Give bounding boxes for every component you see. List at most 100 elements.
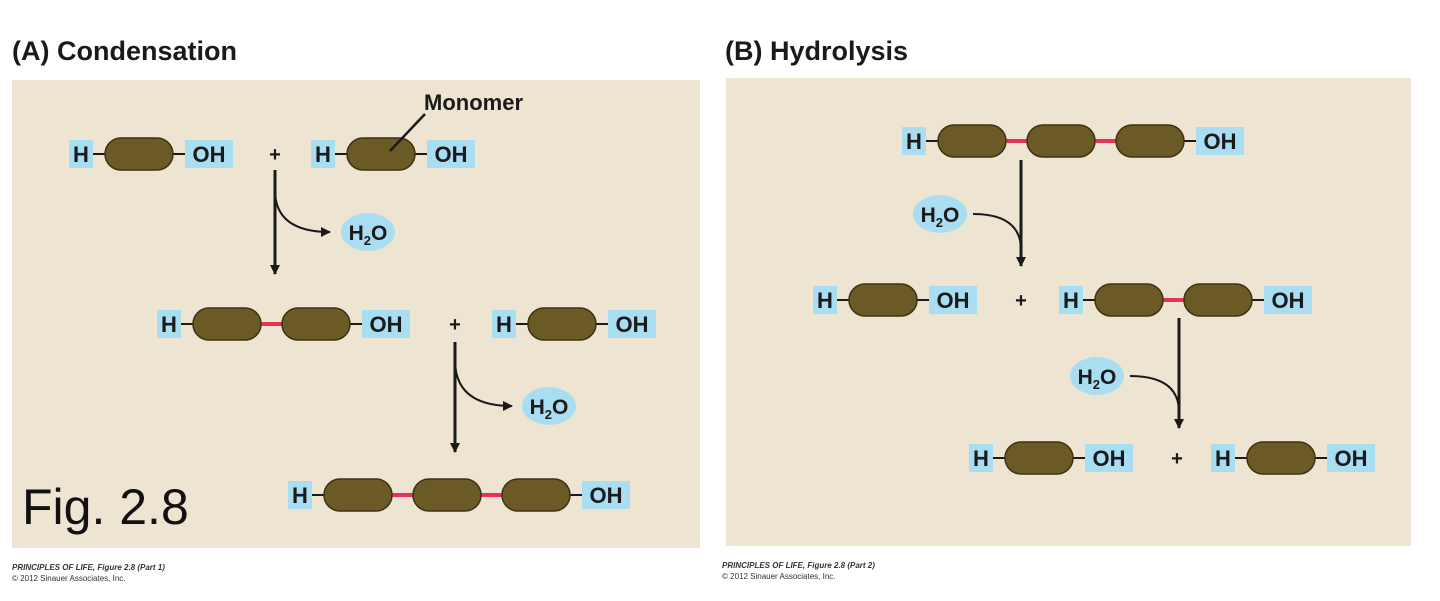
- credit-line-2: © 2012 Sinauer Associates, Inc.: [722, 572, 836, 581]
- monomer: [1246, 441, 1316, 475]
- a-row2-plus: +: [449, 314, 461, 336]
- a-row3-trimer-oh-group-text: OH: [590, 483, 623, 508]
- credit-line-1: PRINCIPLES OF LIFE, Figure 2.8 (Part 2): [722, 561, 875, 570]
- monomer: [1094, 283, 1164, 317]
- a-row1-plus: +: [269, 144, 281, 166]
- a-row3-trimer-oh-group: OH: [582, 481, 630, 509]
- b-water-input-2: [1129, 375, 1180, 413]
- a-row1-left-h-group-box: [69, 140, 93, 168]
- b-water-2-ellipse: [1070, 357, 1124, 395]
- b-row2-dimer-h-group: H: [1059, 286, 1083, 314]
- a-row1-left-oh-group-text: OH: [193, 142, 226, 167]
- a-row1-right-h-group: H: [311, 140, 335, 168]
- a-water-1: H2O: [341, 213, 395, 251]
- a-row1-right-oh-group-text: OH: [435, 142, 468, 167]
- b-row3-plus: +: [1171, 448, 1183, 470]
- a-row1-left-oh-group: OH: [185, 140, 233, 168]
- b-row3-right-oh-group-text: OH: [1335, 446, 1368, 471]
- a-row1-left-h-group: H: [69, 140, 93, 168]
- b-row3-left-h-group-box: [969, 444, 993, 472]
- a-row2-dimer-h-group-box: [157, 310, 181, 338]
- monomer: [346, 137, 416, 171]
- a-row1-left-oh-group-box: [185, 140, 233, 168]
- monomer: [848, 283, 918, 317]
- b-row2-dimer-oh-group-text: OH: [1272, 288, 1305, 313]
- credit-part-1: PRINCIPLES OF LIFE, Figure 2.8 (Part 1) …: [12, 562, 165, 584]
- b-row2-plus: +: [1015, 290, 1027, 312]
- monomer: [937, 124, 1007, 158]
- b-row2-monomer-h-group: H: [813, 286, 837, 314]
- a-water-2-text: H2O: [530, 396, 569, 422]
- a-row3-trimer-h-group-box: [288, 481, 312, 509]
- monomer: [1004, 441, 1074, 475]
- b-row2-monomer-oh-group: OH: [929, 286, 977, 314]
- monomer: [323, 478, 393, 512]
- monomer: [1026, 124, 1096, 158]
- b-row3-left-oh-group-box: [1085, 444, 1133, 472]
- figure-number: Fig. 2.8: [22, 479, 189, 535]
- monomer: [1183, 283, 1253, 317]
- panel-a-title: (A) Condensation: [12, 36, 237, 66]
- a-row1-left-h-group-text: H: [73, 142, 89, 167]
- a-row2-monomer-h-group-box: [492, 310, 516, 338]
- a-row2-dimer-h-group-text: H: [161, 312, 177, 337]
- b-row3-right-oh-group: OH: [1327, 444, 1375, 472]
- a-row1-right-oh-group: OH: [427, 140, 475, 168]
- a-water-release-1: [274, 189, 331, 237]
- b-row2-monomer-h-group-box: [813, 286, 837, 314]
- a-row3-trimer-oh-group-box: [582, 481, 630, 509]
- b-row1-trimer-oh-group-box: [1196, 127, 1244, 155]
- b-row3-right-oh-group-box: [1327, 444, 1375, 472]
- b-row2-dimer-h-group-text: H: [1063, 288, 1079, 313]
- a-water-2: H2O: [522, 387, 576, 425]
- a-water-2-ellipse: [522, 387, 576, 425]
- b-water-1: H2O: [913, 195, 967, 233]
- monomer: [412, 478, 482, 512]
- credit-line-2: © 2012 Sinauer Associates, Inc.: [12, 574, 126, 583]
- b-row3-right-h-group: H: [1211, 444, 1235, 472]
- b-row2-monomer-h-group-text: H: [817, 288, 833, 313]
- a-row3-trimer-h-group-text: H: [292, 483, 308, 508]
- b-row2-dimer-oh-group: OH: [1264, 286, 1312, 314]
- b-row3-right-h-group-box: [1211, 444, 1235, 472]
- b-water-2-text: H2O: [1078, 366, 1117, 392]
- a-row2-monomer-h-group: H: [492, 310, 516, 338]
- b-row3-left-oh-group-text: OH: [1093, 446, 1126, 471]
- a-row2-monomer-oh-group: OH: [608, 310, 656, 338]
- b-row2-monomer-oh-group-box: [929, 286, 977, 314]
- monomer: [192, 307, 262, 341]
- a-row2-dimer-oh-group-text: OH: [370, 312, 403, 337]
- monomer-label: Monomer: [424, 90, 523, 115]
- a-row1-right-h-group-text: H: [315, 142, 331, 167]
- monomer: [501, 478, 571, 512]
- monomer: [104, 137, 174, 171]
- b-water-1-ellipse: [913, 195, 967, 233]
- a-row2-monomer-oh-group-text: OH: [616, 312, 649, 337]
- a-row1-right-h-group-box: [311, 140, 335, 168]
- b-row1-trimer-oh-group-text: OH: [1204, 129, 1237, 154]
- a-water-release-2: [454, 359, 513, 411]
- monomer: [527, 307, 597, 341]
- b-row2-monomer-oh-group-text: OH: [937, 288, 970, 313]
- monomer: [1115, 124, 1185, 158]
- a-row2-dimer-h-group: H: [157, 310, 181, 338]
- b-water-1-text: H2O: [921, 204, 960, 230]
- b-row1-trimer-h-group-text: H: [906, 129, 922, 154]
- a-water-1-text: H2O: [349, 222, 388, 248]
- a-row2-dimer-oh-group: OH: [362, 310, 410, 338]
- monomer: [281, 307, 351, 341]
- b-water-2: H2O: [1070, 357, 1124, 395]
- b-row2-dimer-oh-group-box: [1264, 286, 1312, 314]
- credit-line-1: PRINCIPLES OF LIFE, Figure 2.8 (Part 1): [12, 563, 165, 572]
- a-row3-trimer-h-group: H: [288, 481, 312, 509]
- b-row3-left-h-group: H: [969, 444, 993, 472]
- b-row3-left-oh-group: OH: [1085, 444, 1133, 472]
- b-row3-right-h-group-text: H: [1215, 446, 1231, 471]
- a-row2-monomer-h-group-text: H: [496, 312, 512, 337]
- b-row3-left-h-group-text: H: [973, 446, 989, 471]
- monomer-pointer-line: [389, 113, 426, 152]
- a-row2-monomer-oh-group-box: [608, 310, 656, 338]
- panel-b-title: (B) Hydrolysis: [725, 36, 909, 66]
- b-row1-trimer-h-group-box: [902, 127, 926, 155]
